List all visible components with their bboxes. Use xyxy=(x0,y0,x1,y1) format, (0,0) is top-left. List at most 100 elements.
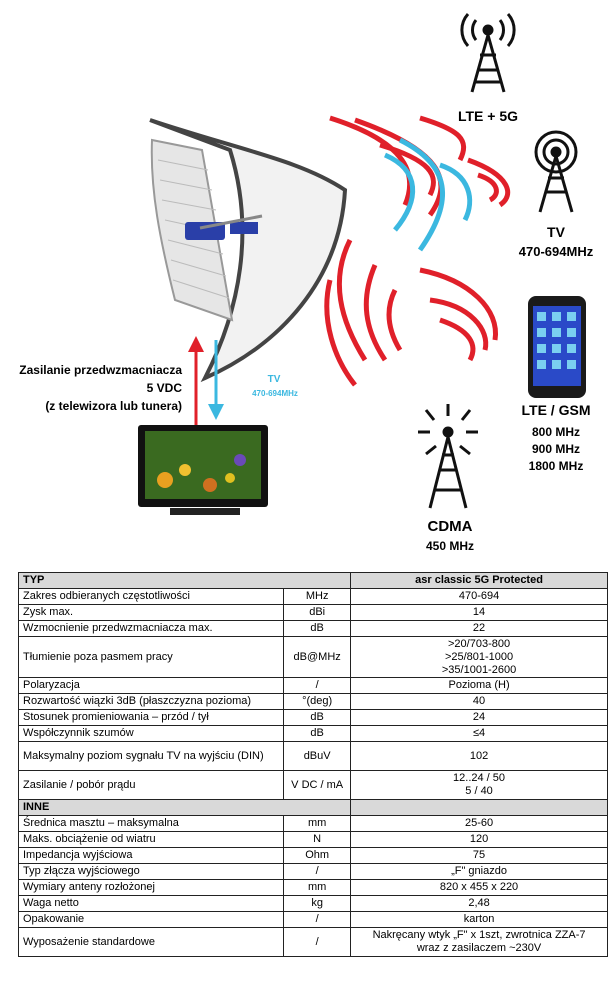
table-header-model: asr classic 5G Protected xyxy=(350,572,608,589)
tower-lte5g-label: LTE + 5G xyxy=(457,108,519,124)
row-value: ≤4 xyxy=(350,725,608,742)
table-row: Zasilanie / pobór prądu V DC / mA 12..24… xyxy=(17,770,608,800)
row-label: Polaryzacja xyxy=(17,677,285,694)
row-value: 40 xyxy=(350,693,608,710)
row-unit: V DC / mA xyxy=(283,770,352,800)
row-label: Wymiary anteny rozłożonej xyxy=(17,879,285,896)
table-row: Wzmocnienie przedwzmacniacza max. dB 22 xyxy=(17,620,608,637)
row-unit: dB xyxy=(283,725,352,742)
signal-waves-icon xyxy=(324,115,511,387)
row-value-line: 12..24 / 50 xyxy=(453,772,506,784)
row-unit: dB xyxy=(283,709,352,726)
row-value: 14 xyxy=(350,604,608,621)
row-unit: dBuV xyxy=(283,741,352,771)
table-row: Maksymalny poziom sygnału TV na wyjściu … xyxy=(17,741,608,771)
row-unit: dB xyxy=(283,620,352,637)
row-value: „F" gniazdo xyxy=(350,863,608,880)
row-value: 2,48 xyxy=(350,895,608,912)
row-unit: N xyxy=(283,831,352,848)
table-section-empty xyxy=(350,799,608,816)
row-value: 470-694 xyxy=(350,588,608,605)
row-unit: Ohm xyxy=(283,847,352,864)
row-value: Nakręcany wtyk „F" x 1szt, zwrotnica ZZA… xyxy=(350,927,608,957)
row-unit: mm xyxy=(283,879,352,896)
tower-cdma-freq: 450 MHz xyxy=(425,539,475,553)
row-unit: °(deg) xyxy=(283,693,352,710)
row-label: Typ złącza wyjściowego xyxy=(17,863,285,880)
antenna-icon xyxy=(150,138,263,322)
row-label: Rozwartość wiązki 3dB (płaszczyzna pozio… xyxy=(17,693,285,710)
row-value-line: Nakręcany wtyk „F" x 1szt, zwrotnica ZZA… xyxy=(372,929,586,941)
row-value: 24 xyxy=(350,709,608,726)
row-label: Maksymalny poziom sygnału TV na wyjściu … xyxy=(17,741,285,771)
row-unit: / xyxy=(283,863,352,880)
row-label: Wyposażenie standardowe xyxy=(17,927,285,957)
row-unit: / xyxy=(283,927,352,957)
row-value: 820 x 455 x 220 xyxy=(350,879,608,896)
row-label: Zasilanie / pobór prądu xyxy=(17,770,285,800)
table-row: Zakres odbieranych częstotliwości MHz 47… xyxy=(17,588,608,605)
row-unit: / xyxy=(283,677,352,694)
table-section-row: INNE xyxy=(17,799,608,816)
table-row: Opakowanie / karton xyxy=(17,911,608,928)
tower-ltegsm-freq-1: 800 MHz xyxy=(531,425,581,439)
tower-ltegsm-freq-3: 1800 MHz xyxy=(528,459,584,473)
row-unit: / xyxy=(283,911,352,928)
power-label-line2: 5 VDC xyxy=(146,381,182,395)
row-value: Pozioma (H) xyxy=(350,677,608,694)
row-unit: MHz xyxy=(283,588,352,605)
table-row: Maks. obciążenie od wiatru N 120 xyxy=(17,831,608,848)
tower-tv-label: TV xyxy=(547,224,565,240)
row-value-line: >20/703-800 xyxy=(448,637,511,650)
tower-tv-freq: 470-694MHz xyxy=(518,244,594,259)
row-label: Zakres odbieranych częstotliwości xyxy=(17,588,285,605)
table-header-label: TYP xyxy=(17,572,352,589)
table-row: Wyposażenie standardowe / Nakręcany wtyk… xyxy=(17,927,608,957)
row-value: 25-60 xyxy=(350,815,608,832)
table-row: Typ złącza wyjściowego / „F" gniazdo xyxy=(17,863,608,880)
row-label: Maks. obciążenie od wiatru xyxy=(17,831,285,848)
tv-icon xyxy=(138,425,268,515)
table-row: Rozwartość wiązki 3dB (płaszczyzna pozio… xyxy=(17,693,608,710)
table-header-row: TYP asr classic 5G Protected xyxy=(17,572,608,589)
row-value-line: >35/1001-2600 xyxy=(441,663,517,676)
table-row: Współczynnik szumów dB ≤4 xyxy=(17,725,608,742)
row-value-line: >25/801-1000 xyxy=(444,650,514,663)
spec-table: TYP asr classic 5G Protected Zakres odbi… xyxy=(17,572,608,957)
tower-ltegsm-freq-2: 900 MHz xyxy=(531,442,581,456)
row-label: Stosunek promieniowania – przód / tył xyxy=(17,709,285,726)
row-unit: dB@MHz xyxy=(283,636,352,678)
row-value: 22 xyxy=(350,620,608,637)
row-value: >20/703-800 >25/801-1000 >35/1001-2600 xyxy=(350,636,608,678)
row-value: 75 xyxy=(350,847,608,864)
table-row: Impedancja wyjściowa Ohm 75 xyxy=(17,847,608,864)
row-label: Impedancja wyjściowa xyxy=(17,847,285,864)
shield-shape xyxy=(149,118,348,383)
row-label: Tłumienie poza pasmem pracy xyxy=(17,636,285,678)
table-row: Zysk max. dBi 14 xyxy=(17,604,608,621)
table-row: Stosunek promieniowania – przód / tył dB… xyxy=(17,709,608,726)
row-value-line: 5 / 40 xyxy=(465,785,493,797)
power-arrow-icon xyxy=(188,336,204,425)
row-unit: kg xyxy=(283,895,352,912)
table-row: Wymiary anteny rozłożonej mm 820 x 455 x… xyxy=(17,879,608,896)
row-unit: mm xyxy=(283,815,352,832)
phone-icon xyxy=(528,296,586,398)
row-value: karton xyxy=(350,911,608,928)
table-row: Tłumienie poza pasmem pracy dB@MHz >20/7… xyxy=(17,636,608,678)
power-label-line3: (z telewizora lub tunera) xyxy=(45,399,182,413)
table-row: Waga netto kg 2,48 xyxy=(17,895,608,912)
table-row: Średnica masztu – maksymalna mm 25-60 xyxy=(17,815,608,832)
row-label: Współczynnik szumów xyxy=(17,725,285,742)
row-label: Średnica masztu – maksymalna xyxy=(17,815,285,832)
tower-lte5g-icon xyxy=(460,13,516,93)
tower-tv-icon xyxy=(534,130,578,213)
row-value-line: wraz z zasilaczem ~230V xyxy=(416,942,542,954)
row-label: Wzmocnienie przedwzmacniacza max. xyxy=(17,620,285,637)
table-section-label: INNE xyxy=(17,799,352,816)
row-value: 12..24 / 50 5 / 40 xyxy=(350,770,608,800)
row-label: Waga netto xyxy=(17,895,285,912)
row-value: 120 xyxy=(350,831,608,848)
table-row: Polaryzacja / Pozioma (H) xyxy=(17,677,608,694)
diagram xyxy=(138,13,586,515)
